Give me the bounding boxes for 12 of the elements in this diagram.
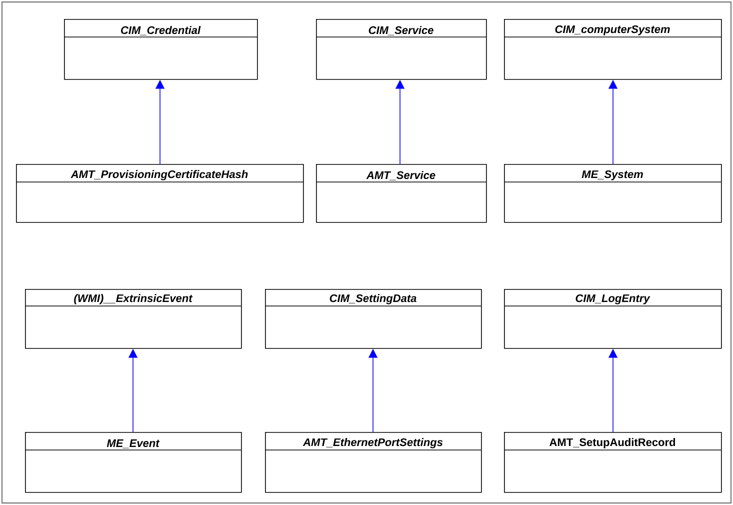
class-box: AMT_ProvisioningCertificateHash xyxy=(16,164,304,223)
class-box: AMT_Service xyxy=(316,164,487,223)
class-box: (WMI)__ExtrinsicEvent xyxy=(24,288,242,349)
class-box: ME_Event xyxy=(24,432,242,493)
class-box: CIM_computerSystem xyxy=(504,19,722,80)
class-box: CIM_Service xyxy=(316,19,487,80)
class-box: CIM_SettingData xyxy=(264,288,482,349)
class-box: AMT_EthernetPortSettings xyxy=(264,432,482,493)
class-box: AMT_SetupAuditRecord xyxy=(504,432,722,493)
class-box: CIM_Credential xyxy=(64,19,258,80)
class-box: ME_System xyxy=(504,164,722,223)
class-box: CIM_LogEntry xyxy=(504,288,722,349)
